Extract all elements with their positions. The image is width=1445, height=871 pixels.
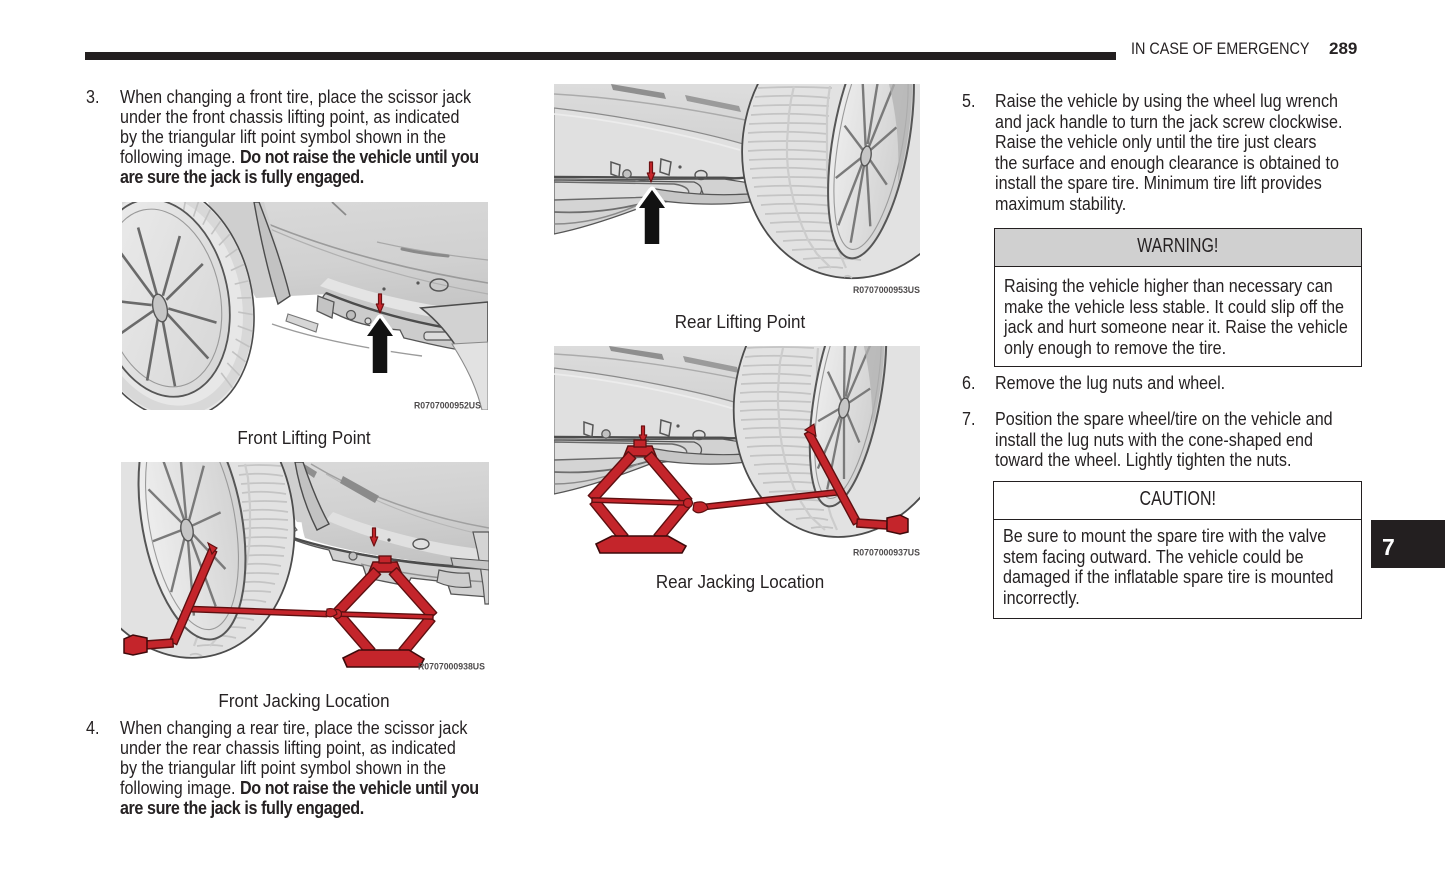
- svg-text:R0707000953US: R0707000953US: [853, 285, 920, 295]
- svg-text:R0707000937US: R0707000937US: [853, 547, 920, 557]
- svg-text:R0707000952US: R0707000952US: [414, 400, 481, 410]
- svg-text:R0707000938US: R0707000938US: [418, 661, 485, 670]
